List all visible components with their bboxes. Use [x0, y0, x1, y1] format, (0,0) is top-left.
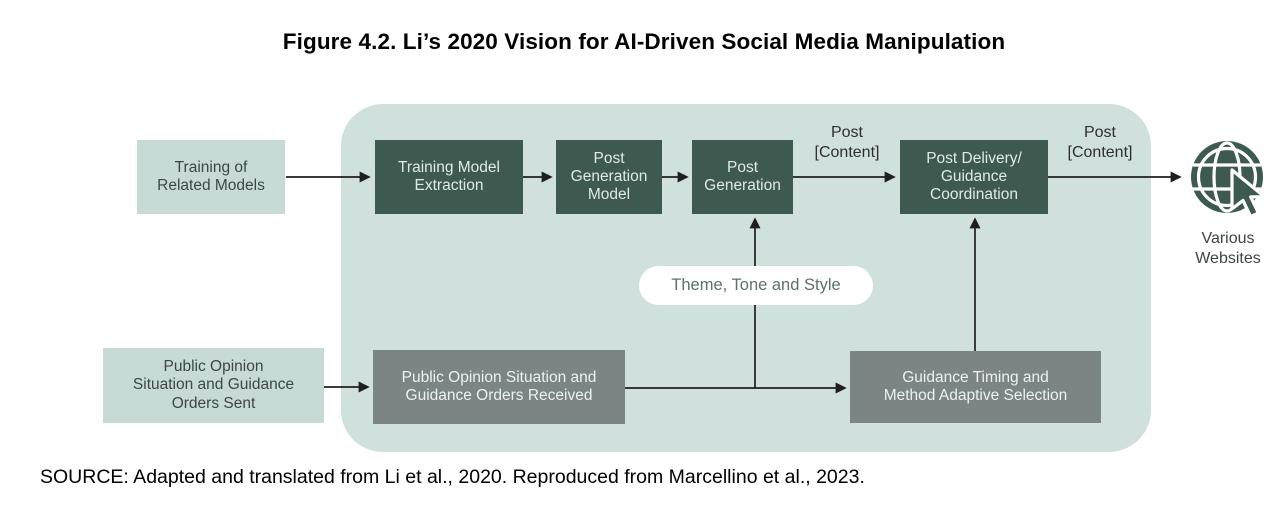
source-note: SOURCE: Adapted and translated from Li e… — [40, 466, 865, 488]
figure-title: Figure 4.2. Li’s 2020 Vision for AI-Driv… — [282, 29, 1006, 54]
various-websites-label: Various Websites — [1195, 230, 1261, 267]
edge-label-post-content-1: Post [Content] — [814, 124, 880, 161]
node-post-generation-model: Post Generation Model — [556, 140, 662, 214]
node-training-of-related-models: Training of Related Models — [137, 140, 285, 214]
node-training-model-extraction: Training Model Extraction — [375, 140, 523, 214]
node-guidance-timing-selection: Guidance Timing and Method Adaptive Sele… — [850, 351, 1101, 423]
globe-cursor-icon — [1190, 139, 1268, 223]
theme-tone-style-pill: Theme, Tone and Style — [639, 266, 873, 305]
node-public-opinion-sent: Public Opinion Situation and Guidance Or… — [103, 348, 324, 423]
node-post-delivery-guidance-coordination: Post Delivery/ Guidance Coordination — [900, 140, 1048, 214]
node-post-generation: Post Generation — [692, 140, 793, 214]
edge-label-post-content-2: Post [Content] — [1067, 124, 1133, 161]
node-public-opinion-received: Public Opinion Situation and Guidance Or… — [373, 350, 625, 424]
